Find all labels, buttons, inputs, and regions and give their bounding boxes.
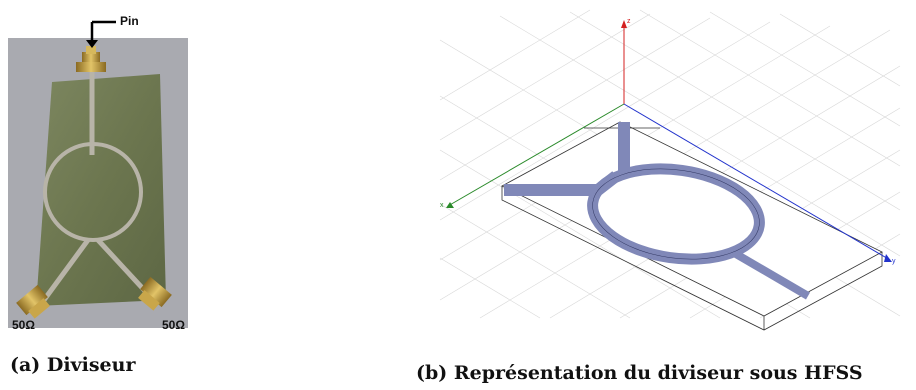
pin-label: Pin [120, 14, 139, 28]
right-port-connector [138, 276, 172, 311]
pin-arrow [86, 20, 116, 48]
z-axis-label: z [627, 18, 631, 25]
left-port-connector [16, 284, 50, 319]
top-connector [76, 46, 106, 72]
y-axis-arrow [884, 254, 892, 262]
x-axis-arrow [446, 202, 454, 208]
panel-a: Pin 50Ω 50Ω (a) Diviseur [0, 0, 200, 390]
trace-outlines [592, 168, 760, 260]
panel-b: z x y (b) Représentation du diviseur sou… [416, 0, 916, 390]
right-port-impedance-label: 50Ω [162, 318, 185, 332]
substrate-box [501, 121, 883, 331]
divider-photo [8, 20, 188, 328]
x-axis-label: x [440, 202, 444, 209]
substrate-board [36, 74, 166, 306]
divider-traces [41, 72, 148, 302]
y-axis-label: y [892, 258, 896, 265]
y-axis [623, 103, 891, 261]
caption-a: (a) Diviseur [10, 354, 136, 376]
z-axis-arrow [621, 20, 627, 28]
left-port-impedance-label: 50Ω [12, 318, 35, 332]
hfss-model [439, 9, 901, 331]
caption-b: (b) Représentation du diviseur sous HFSS [416, 362, 863, 384]
x-axis [447, 103, 625, 207]
